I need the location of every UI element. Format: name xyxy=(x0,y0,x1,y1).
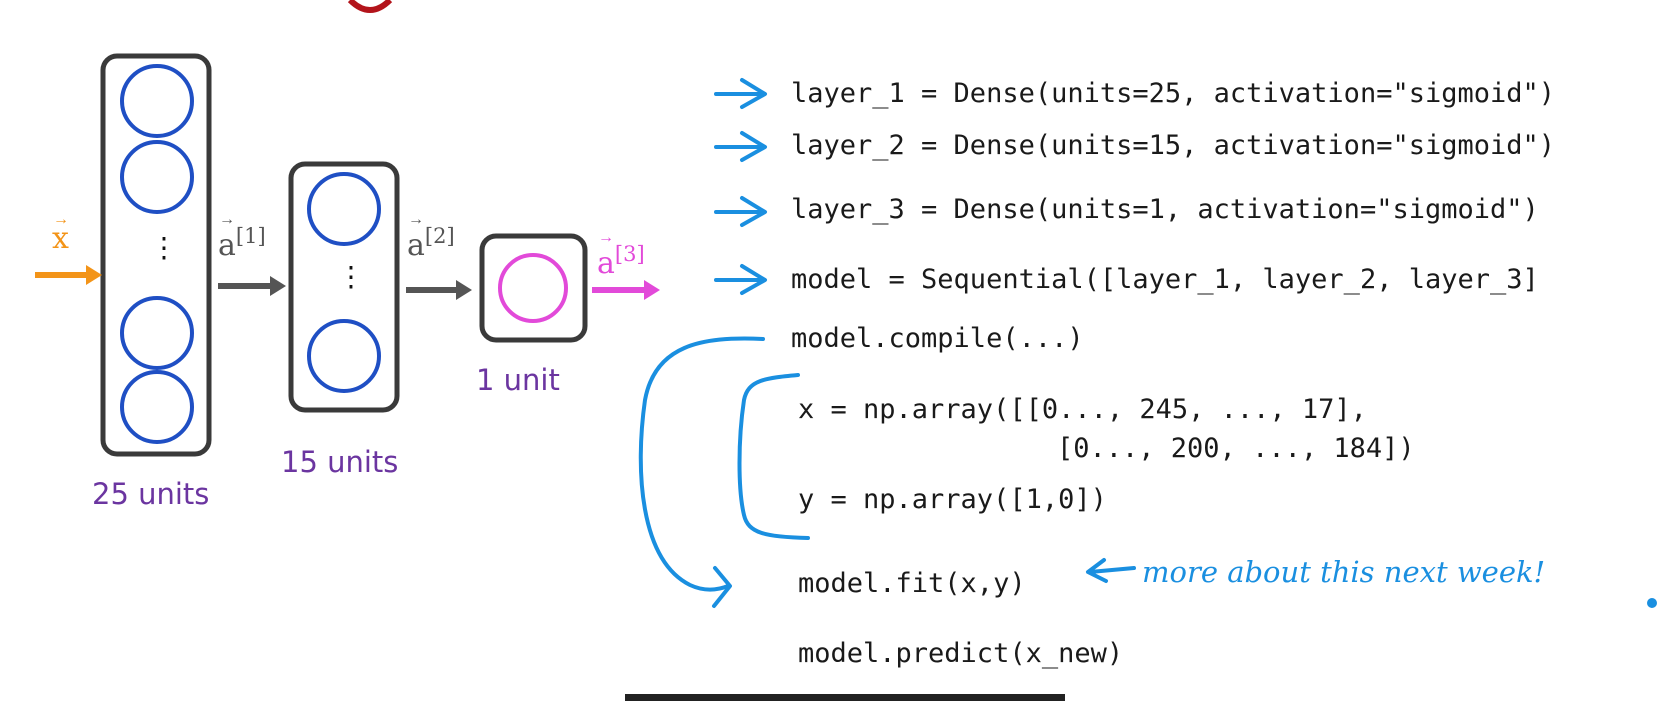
arrow-right-icon xyxy=(714,264,767,295)
layer-3-box xyxy=(479,233,588,343)
layer-1-box xyxy=(100,53,212,457)
exclamation-dot xyxy=(1647,598,1657,608)
code-line-y: y = np.array([1,0]) xyxy=(798,484,1107,515)
code-line-layer-2: layer_2 = Dense(units=15, activation="si… xyxy=(791,130,1556,161)
activation-label-2: a[2] xyxy=(407,224,455,263)
arrow-left-icon xyxy=(1086,558,1136,583)
input-arrow-icon xyxy=(35,265,102,285)
neuron-icon xyxy=(120,140,194,214)
layer-1-vdots: ⋮ xyxy=(150,231,178,264)
footer-fragment xyxy=(625,694,1065,701)
layer-1-units-label: 25 units xyxy=(92,477,210,511)
neuron-icon xyxy=(120,370,194,444)
layer-3-units-label: 1 unit xyxy=(476,363,560,397)
title-fragment xyxy=(347,0,393,13)
input-label: x xyxy=(52,221,69,256)
handwritten-note: more about this next week! xyxy=(1142,555,1546,589)
arrow-right-icon xyxy=(714,196,767,227)
vector-arrow-icon: → xyxy=(598,229,614,246)
output-neuron-icon xyxy=(498,253,568,323)
layer-2-units-label: 15 units xyxy=(281,445,399,479)
code-line-compile: model.compile(...) xyxy=(791,323,1084,354)
code-line-x-1: x = np.array([[0..., 245, ..., 17], xyxy=(798,394,1367,425)
arrow-right-icon xyxy=(714,131,767,162)
vector-arrow-icon: → xyxy=(219,211,235,228)
layer-2-vdots: ⋮ xyxy=(337,260,365,293)
arrow-head-icon xyxy=(712,566,732,608)
activation-label-1: a[1] xyxy=(218,224,266,263)
code-line-layer-1: layer_1 = Dense(units=25, activation="si… xyxy=(791,78,1556,109)
code-line-model: model = Sequential([layer_1, layer_2, la… xyxy=(791,264,1539,295)
arrow-right-icon xyxy=(218,276,286,296)
output-arrow-icon xyxy=(592,280,660,300)
arrow-right-icon xyxy=(714,78,767,109)
curly-bracket-icon xyxy=(638,336,765,592)
vector-arrow-icon: → xyxy=(53,211,69,228)
activation-label-3: a[3] xyxy=(597,242,645,281)
vector-arrow-icon: → xyxy=(408,211,424,228)
code-line-fit: model.fit(x,y) xyxy=(798,568,1026,599)
neuron-icon xyxy=(120,296,194,370)
neuron-icon xyxy=(307,172,381,246)
code-line-layer-3: layer_3 = Dense(units=1, activation="sig… xyxy=(791,194,1539,225)
bracket-icon xyxy=(737,373,810,540)
arrow-right-icon xyxy=(406,280,472,300)
neuron-icon xyxy=(307,319,381,393)
layer-2-box xyxy=(288,161,400,413)
code-line-predict: model.predict(x_new) xyxy=(798,638,1124,669)
neuron-icon xyxy=(120,64,194,138)
code-line-x-2: [0..., 200, ..., 184]) xyxy=(1057,433,1415,464)
